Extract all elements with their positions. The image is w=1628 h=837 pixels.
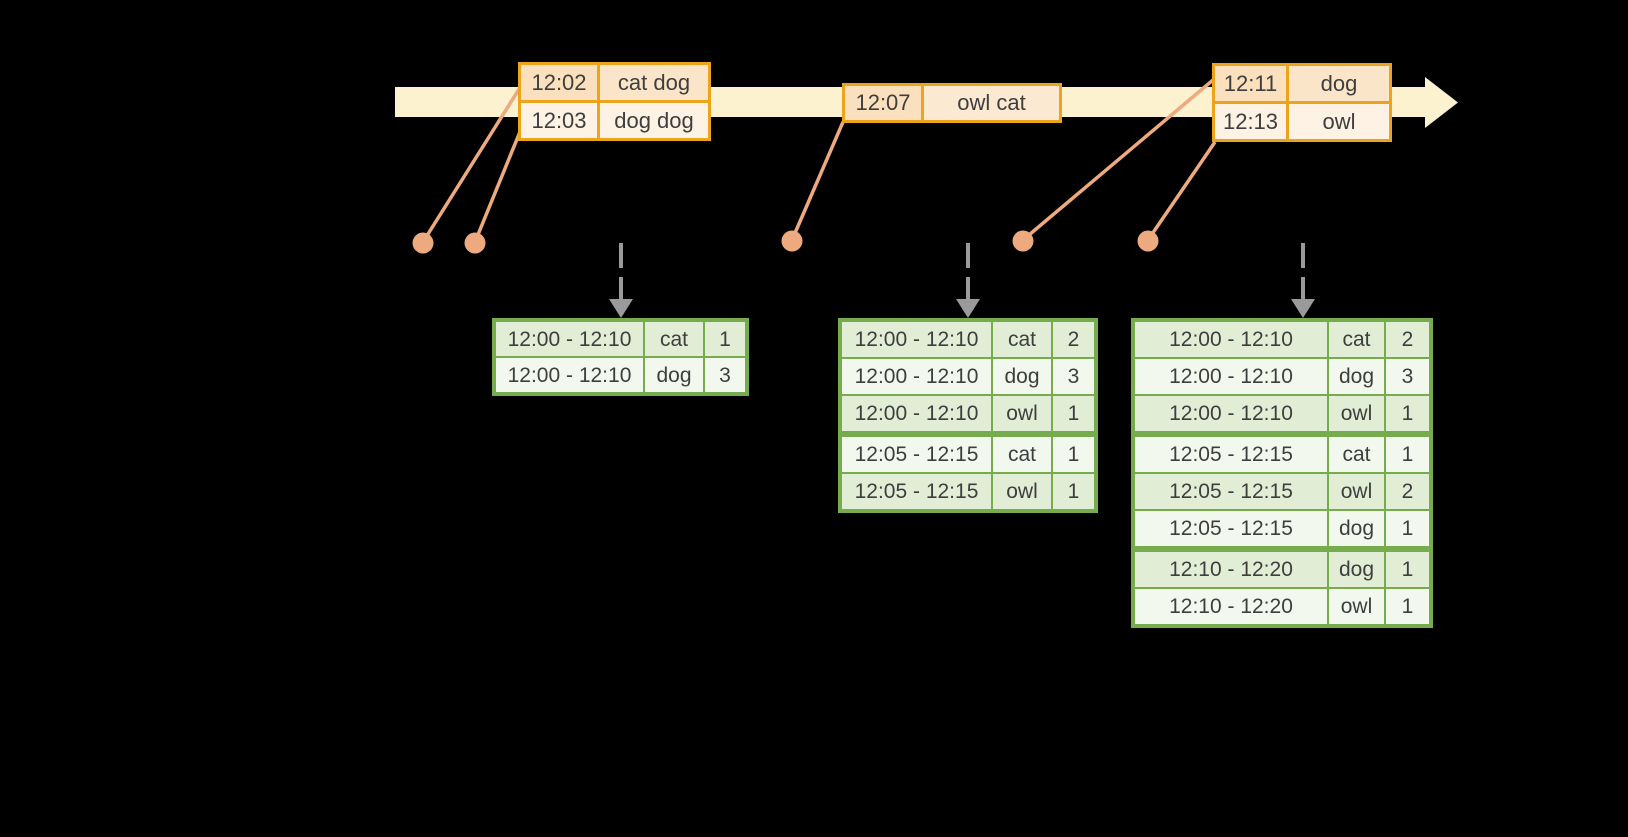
word-cell: owl (1329, 474, 1384, 509)
count-cell: 2 (1386, 322, 1429, 357)
connector-line-4 (1021, 78, 1215, 242)
result-row: 12:00 - 12:10 cat 1 (496, 322, 745, 356)
count-cell: 1 (1386, 437, 1429, 472)
result-table-2: 12:00 - 12:10 cat 2 12:00 - 12:10 dog 3 … (838, 318, 1098, 513)
result-row: 12:00 - 12:10 dog 3 (842, 359, 1094, 394)
count-cell: 1 (1053, 474, 1094, 509)
result-row: 12:00 - 12:10 cat 2 (842, 322, 1094, 357)
count-cell: 3 (1386, 359, 1429, 394)
event-dot-3 (781, 230, 803, 252)
count-cell: 3 (1053, 359, 1094, 394)
word-cell: cat (645, 322, 703, 356)
connector-line-3 (790, 121, 845, 241)
event-dot-4 (1012, 230, 1034, 252)
event-words-cell: dog dog (600, 103, 708, 138)
count-cell: 1 (1386, 589, 1429, 624)
result-row: 12:05 - 12:15 cat 1 (842, 437, 1094, 472)
event-table-1: 12:02 cat dog 12:03 dog dog (518, 62, 711, 141)
event-time-cell: 12:03 (521, 103, 597, 138)
window-cell: 12:00 - 12:10 (496, 322, 643, 356)
result-table-3: 12:00 - 12:10 cat 2 12:00 - 12:10 dog 3 … (1131, 318, 1433, 628)
result-table-1: 12:00 - 12:10 cat 1 12:00 - 12:10 dog 3 (492, 318, 749, 396)
result-row: 12:00 - 12:10 owl 1 (842, 396, 1094, 431)
event-words-cell: dog (1289, 66, 1389, 101)
word-cell: owl (1329, 589, 1384, 624)
event-time-cell: 12:02 (521, 65, 597, 100)
result-row: 12:05 - 12:15 owl 1 (842, 474, 1094, 509)
event-table-2: 12:07 owl cat (842, 83, 1062, 123)
event-words-cell: owl (1289, 104, 1389, 139)
event-row: 12:13 owl (1215, 104, 1389, 139)
window-cell: 12:05 - 12:15 (1135, 474, 1327, 509)
trigger-arrow-2 (956, 243, 980, 318)
connector-line-5 (1146, 141, 1217, 241)
count-cell: 2 (1386, 474, 1429, 509)
event-row: 12:11 dog (1215, 66, 1389, 101)
word-cell: cat (1329, 437, 1384, 472)
word-cell: dog (1329, 511, 1384, 546)
trigger-arrow-1 (609, 243, 633, 318)
window-cell: 12:10 - 12:20 (1135, 552, 1327, 587)
count-cell: 1 (705, 322, 745, 356)
timeline-arrowhead-icon (1425, 77, 1458, 128)
count-cell: 3 (705, 358, 745, 392)
word-cell: cat (1329, 322, 1384, 357)
arrow-down-icon (609, 299, 633, 318)
word-cell: dog (645, 358, 703, 392)
result-row: 12:00 - 12:10 owl 1 (1135, 396, 1429, 431)
arrow-down-icon (956, 299, 980, 318)
result-row: 12:05 - 12:15 dog 1 (1135, 511, 1429, 546)
result-row: 12:05 - 12:15 owl 2 (1135, 474, 1429, 509)
event-time-cell: 12:11 (1215, 66, 1286, 101)
window-cell: 12:00 - 12:10 (1135, 359, 1327, 394)
word-cell: dog (1329, 359, 1384, 394)
word-cell: cat (993, 437, 1051, 472)
event-row: 12:03 dog dog (521, 103, 708, 138)
word-cell: owl (993, 474, 1051, 509)
event-words-cell: owl cat (924, 86, 1059, 120)
result-row: 12:00 - 12:10 dog 3 (496, 358, 745, 392)
event-row: 12:02 cat dog (521, 65, 708, 100)
result-row: 12:05 - 12:15 cat 1 (1135, 437, 1429, 472)
result-row: 12:10 - 12:20 owl 1 (1135, 589, 1429, 624)
connector-line-2 (473, 121, 526, 243)
word-cell: cat (993, 322, 1051, 357)
window-cell: 12:00 - 12:10 (842, 322, 991, 357)
event-time-cell: 12:07 (845, 86, 921, 120)
window-cell: 12:05 - 12:15 (1135, 437, 1327, 472)
event-dot-2 (464, 232, 486, 254)
event-time-cell: 12:13 (1215, 104, 1286, 139)
window-cell: 12:00 - 12:10 (842, 396, 991, 431)
result-row: 12:10 - 12:20 dog 1 (1135, 552, 1429, 587)
window-cell: 12:10 - 12:20 (1135, 589, 1327, 624)
count-cell: 1 (1053, 396, 1094, 431)
window-cell: 12:00 - 12:10 (1135, 322, 1327, 357)
word-cell: dog (1329, 552, 1384, 587)
event-dot-5 (1137, 230, 1159, 252)
result-row: 12:00 - 12:10 cat 2 (1135, 322, 1429, 357)
connector-line-1 (421, 85, 523, 243)
trigger-arrow-3 (1291, 243, 1315, 318)
count-cell: 1 (1386, 552, 1429, 587)
count-cell: 1 (1386, 396, 1429, 431)
count-cell: 1 (1386, 511, 1429, 546)
window-cell: 12:00 - 12:10 (842, 359, 991, 394)
event-dot-1 (412, 232, 434, 254)
window-cell: 12:05 - 12:15 (842, 437, 991, 472)
event-table-3: 12:11 dog 12:13 owl (1212, 63, 1392, 142)
result-row: 12:00 - 12:10 dog 3 (1135, 359, 1429, 394)
word-cell: owl (1329, 396, 1384, 431)
count-cell: 2 (1053, 322, 1094, 357)
count-cell: 1 (1053, 437, 1094, 472)
event-row: 12:07 owl cat (845, 86, 1059, 120)
window-cell: 12:00 - 12:10 (1135, 396, 1327, 431)
window-cell: 12:00 - 12:10 (496, 358, 643, 392)
word-cell: owl (993, 396, 1051, 431)
event-words-cell: cat dog (600, 65, 708, 100)
word-cell: dog (993, 359, 1051, 394)
arrow-down-icon (1291, 299, 1315, 318)
window-cell: 12:05 - 12:15 (1135, 511, 1327, 546)
window-cell: 12:05 - 12:15 (842, 474, 991, 509)
